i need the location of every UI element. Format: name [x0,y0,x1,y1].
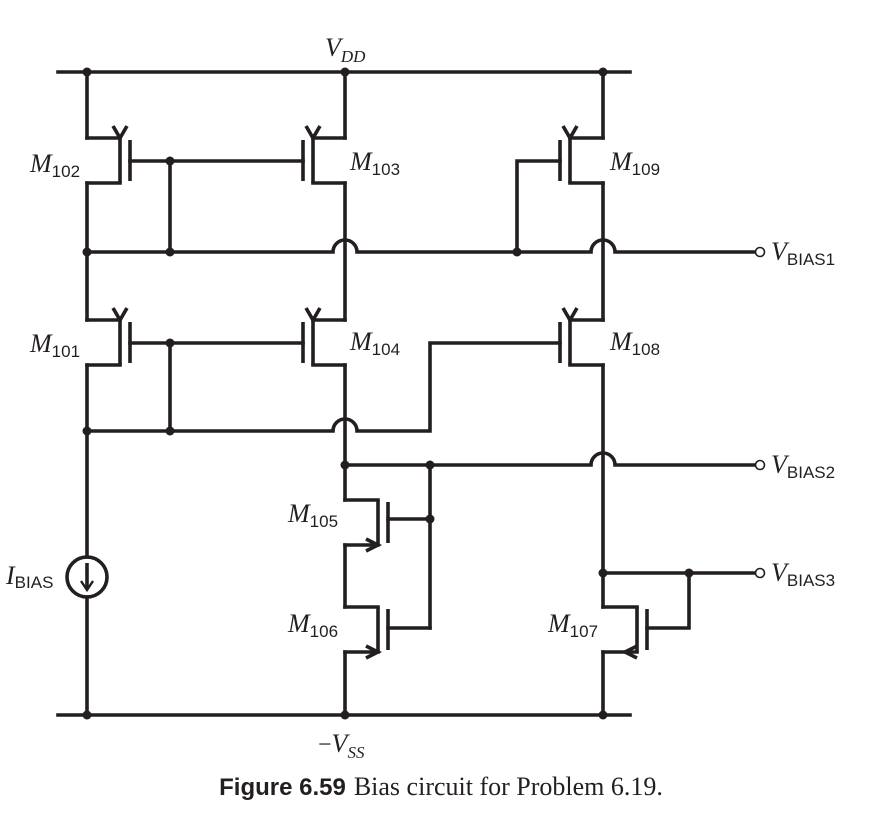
m108-label: M108 [609,327,660,359]
m106-label: M106 [287,609,338,641]
transistor-m106 [343,605,432,660]
transistor-m102 [111,125,132,183]
caption-text: Bias circuit for Problem 6.19. [353,772,663,801]
transistor-m108 [558,307,605,367]
m107-label: M107 [547,609,598,641]
m105-label: M105 [287,499,338,531]
transistor-m103 [301,125,347,185]
node-line-vbias2 [343,451,757,467]
node-line-vbias1 [85,238,757,254]
transistor-m101 [111,307,132,365]
transistor-m107 [601,571,691,660]
junction-dots [82,67,694,720]
transistor-m109 [515,125,605,254]
left-branch-wiring [85,70,122,717]
figure-caption: Figure 6.59 Bias circuit for Problem 6.19… [0,772,882,802]
vbias3-terminal [754,567,766,579]
m101-label: M101 [29,329,80,361]
m103-label: M103 [349,147,400,179]
vdd-label: VDD [325,33,366,66]
current-source-ibias [65,555,109,599]
vbias1-terminal [754,246,766,258]
vbias2-label: VBIAS2 [771,450,835,482]
m102-label: M102 [29,149,80,181]
m109-label: M109 [609,147,660,179]
m104-label: M104 [349,327,400,359]
transistor-m104 [301,307,347,367]
vbias1-label: VBIAS1 [771,237,835,269]
vbias2-terminal [754,459,766,471]
caption-number: Figure 6.59 [219,774,346,801]
ibias-label: IBIAS [5,561,53,592]
transistor-m105 [343,498,432,553]
node-line-m101-drain [85,341,562,433]
vss-label: −VSS [318,729,365,762]
vbias3-label: VBIAS3 [771,558,835,590]
